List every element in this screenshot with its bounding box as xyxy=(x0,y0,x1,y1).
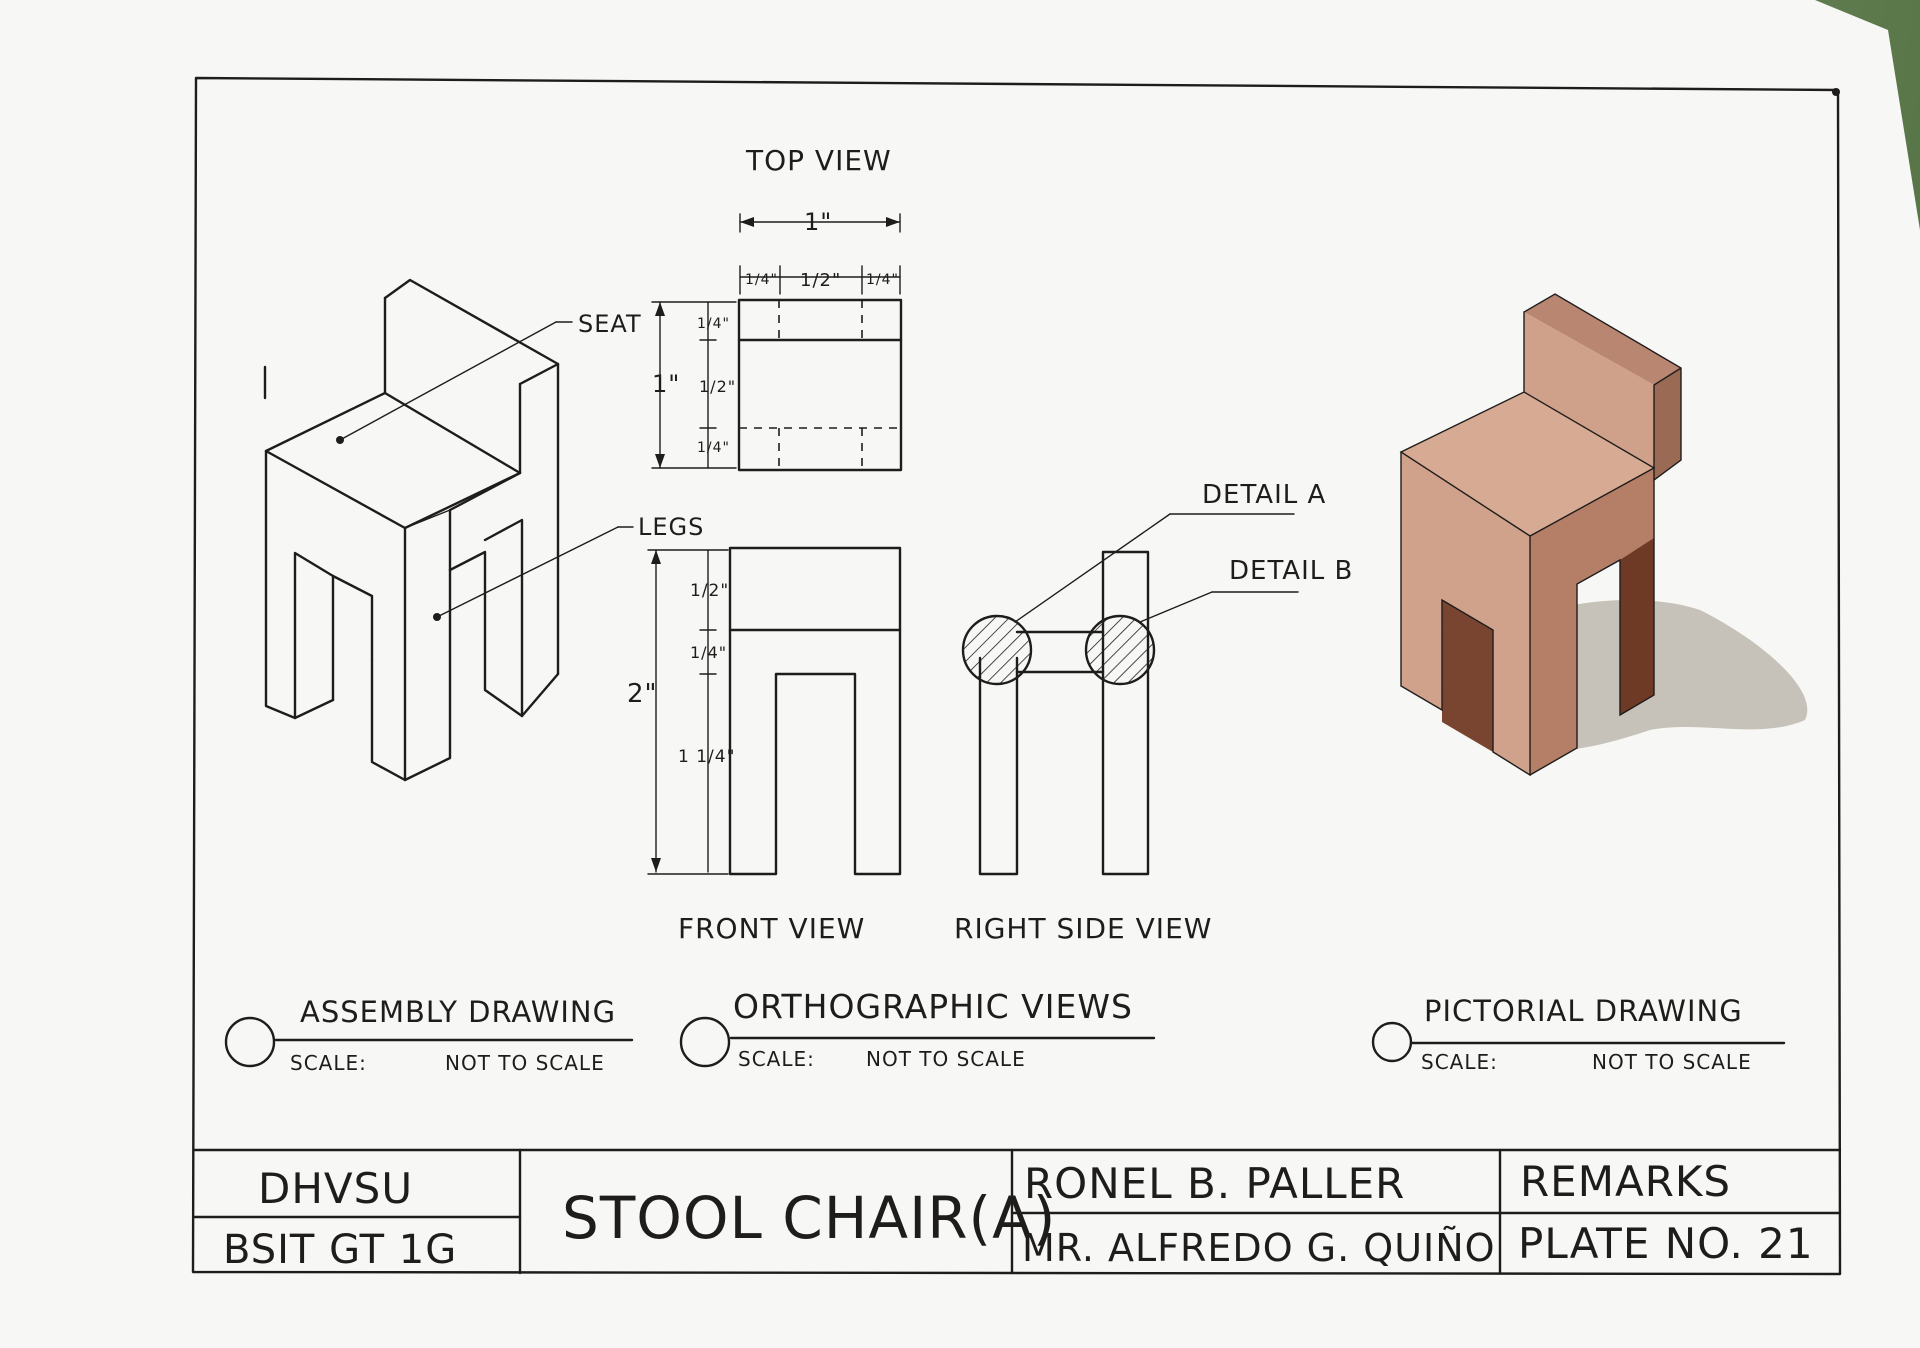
assembly-drawing xyxy=(263,278,634,782)
ortho-scale-value: NOT TO SCALE xyxy=(866,1047,1026,1071)
pictorial-scale-value: NOT TO SCALE xyxy=(1592,1050,1752,1074)
pictorial-drawing xyxy=(1399,293,1808,777)
ortho-scale-label: SCALE: xyxy=(738,1047,815,1071)
pictorial-caption-title: PICTORIAL DRAWING xyxy=(1424,994,1743,1028)
border-frame xyxy=(191,76,1842,1276)
detail-b-label: DETAIL B xyxy=(1229,556,1353,586)
top-overall-depth: 1" xyxy=(652,370,680,398)
section-name: BSIT GT 1G xyxy=(223,1227,457,1273)
front-view-title: FRONT VIEW xyxy=(678,912,865,945)
front-height-top: 1/2" xyxy=(690,581,729,601)
ortho-caption-symbol xyxy=(679,1016,1156,1068)
student-name: RONEL B. PALLER xyxy=(1024,1159,1405,1208)
top-depth-top: 1/4" xyxy=(697,316,730,332)
school-name: DHVSU xyxy=(258,1164,413,1213)
instructor-name: MR. ALFREDO G. QUIÑO xyxy=(1022,1226,1496,1270)
assembly-scale-value: NOT TO SCALE xyxy=(445,1051,605,1075)
top-overall-width: 1" xyxy=(804,208,832,236)
top-width-left: 1/4" xyxy=(745,272,778,288)
plate-number: PLATE NO. 21 xyxy=(1518,1219,1814,1268)
front-overall-height: 2" xyxy=(627,679,658,709)
assembly-caption-title: ASSEMBLY DRAWING xyxy=(300,995,616,1029)
assembly-scale-label: SCALE: xyxy=(290,1051,367,1075)
front-view xyxy=(647,546,902,876)
title-block xyxy=(192,1148,1842,1275)
assembly-caption-symbol xyxy=(224,1016,634,1068)
seat-label: SEAT xyxy=(578,310,642,338)
top-view xyxy=(651,213,903,472)
right-side-view xyxy=(961,513,1299,876)
remarks-label: REMARKS xyxy=(1520,1157,1731,1206)
top-depth-bottom: 1/4" xyxy=(697,440,730,456)
pictorial-scale-label: SCALE: xyxy=(1421,1050,1498,1074)
top-depth-middle: 1/2" xyxy=(699,377,736,396)
top-width-right: 1/4" xyxy=(866,272,899,288)
pictorial-caption-symbol xyxy=(1371,1021,1786,1063)
top-view-title: TOP VIEW xyxy=(745,144,892,177)
legs-label: LEGS xyxy=(638,513,704,541)
side-view-title: RIGHT SIDE VIEW xyxy=(954,912,1212,945)
ortho-caption-title: ORTHOGRAPHIC VIEWS xyxy=(733,987,1133,1026)
drawing-title: STOOL CHAIR(A) xyxy=(562,1184,1056,1252)
top-width-center: 1/2" xyxy=(800,270,841,291)
front-height-bottom: 1 1/4" xyxy=(678,747,735,767)
detail-a-label: DETAIL A xyxy=(1202,480,1326,510)
front-height-middle: 1/4" xyxy=(690,643,727,662)
